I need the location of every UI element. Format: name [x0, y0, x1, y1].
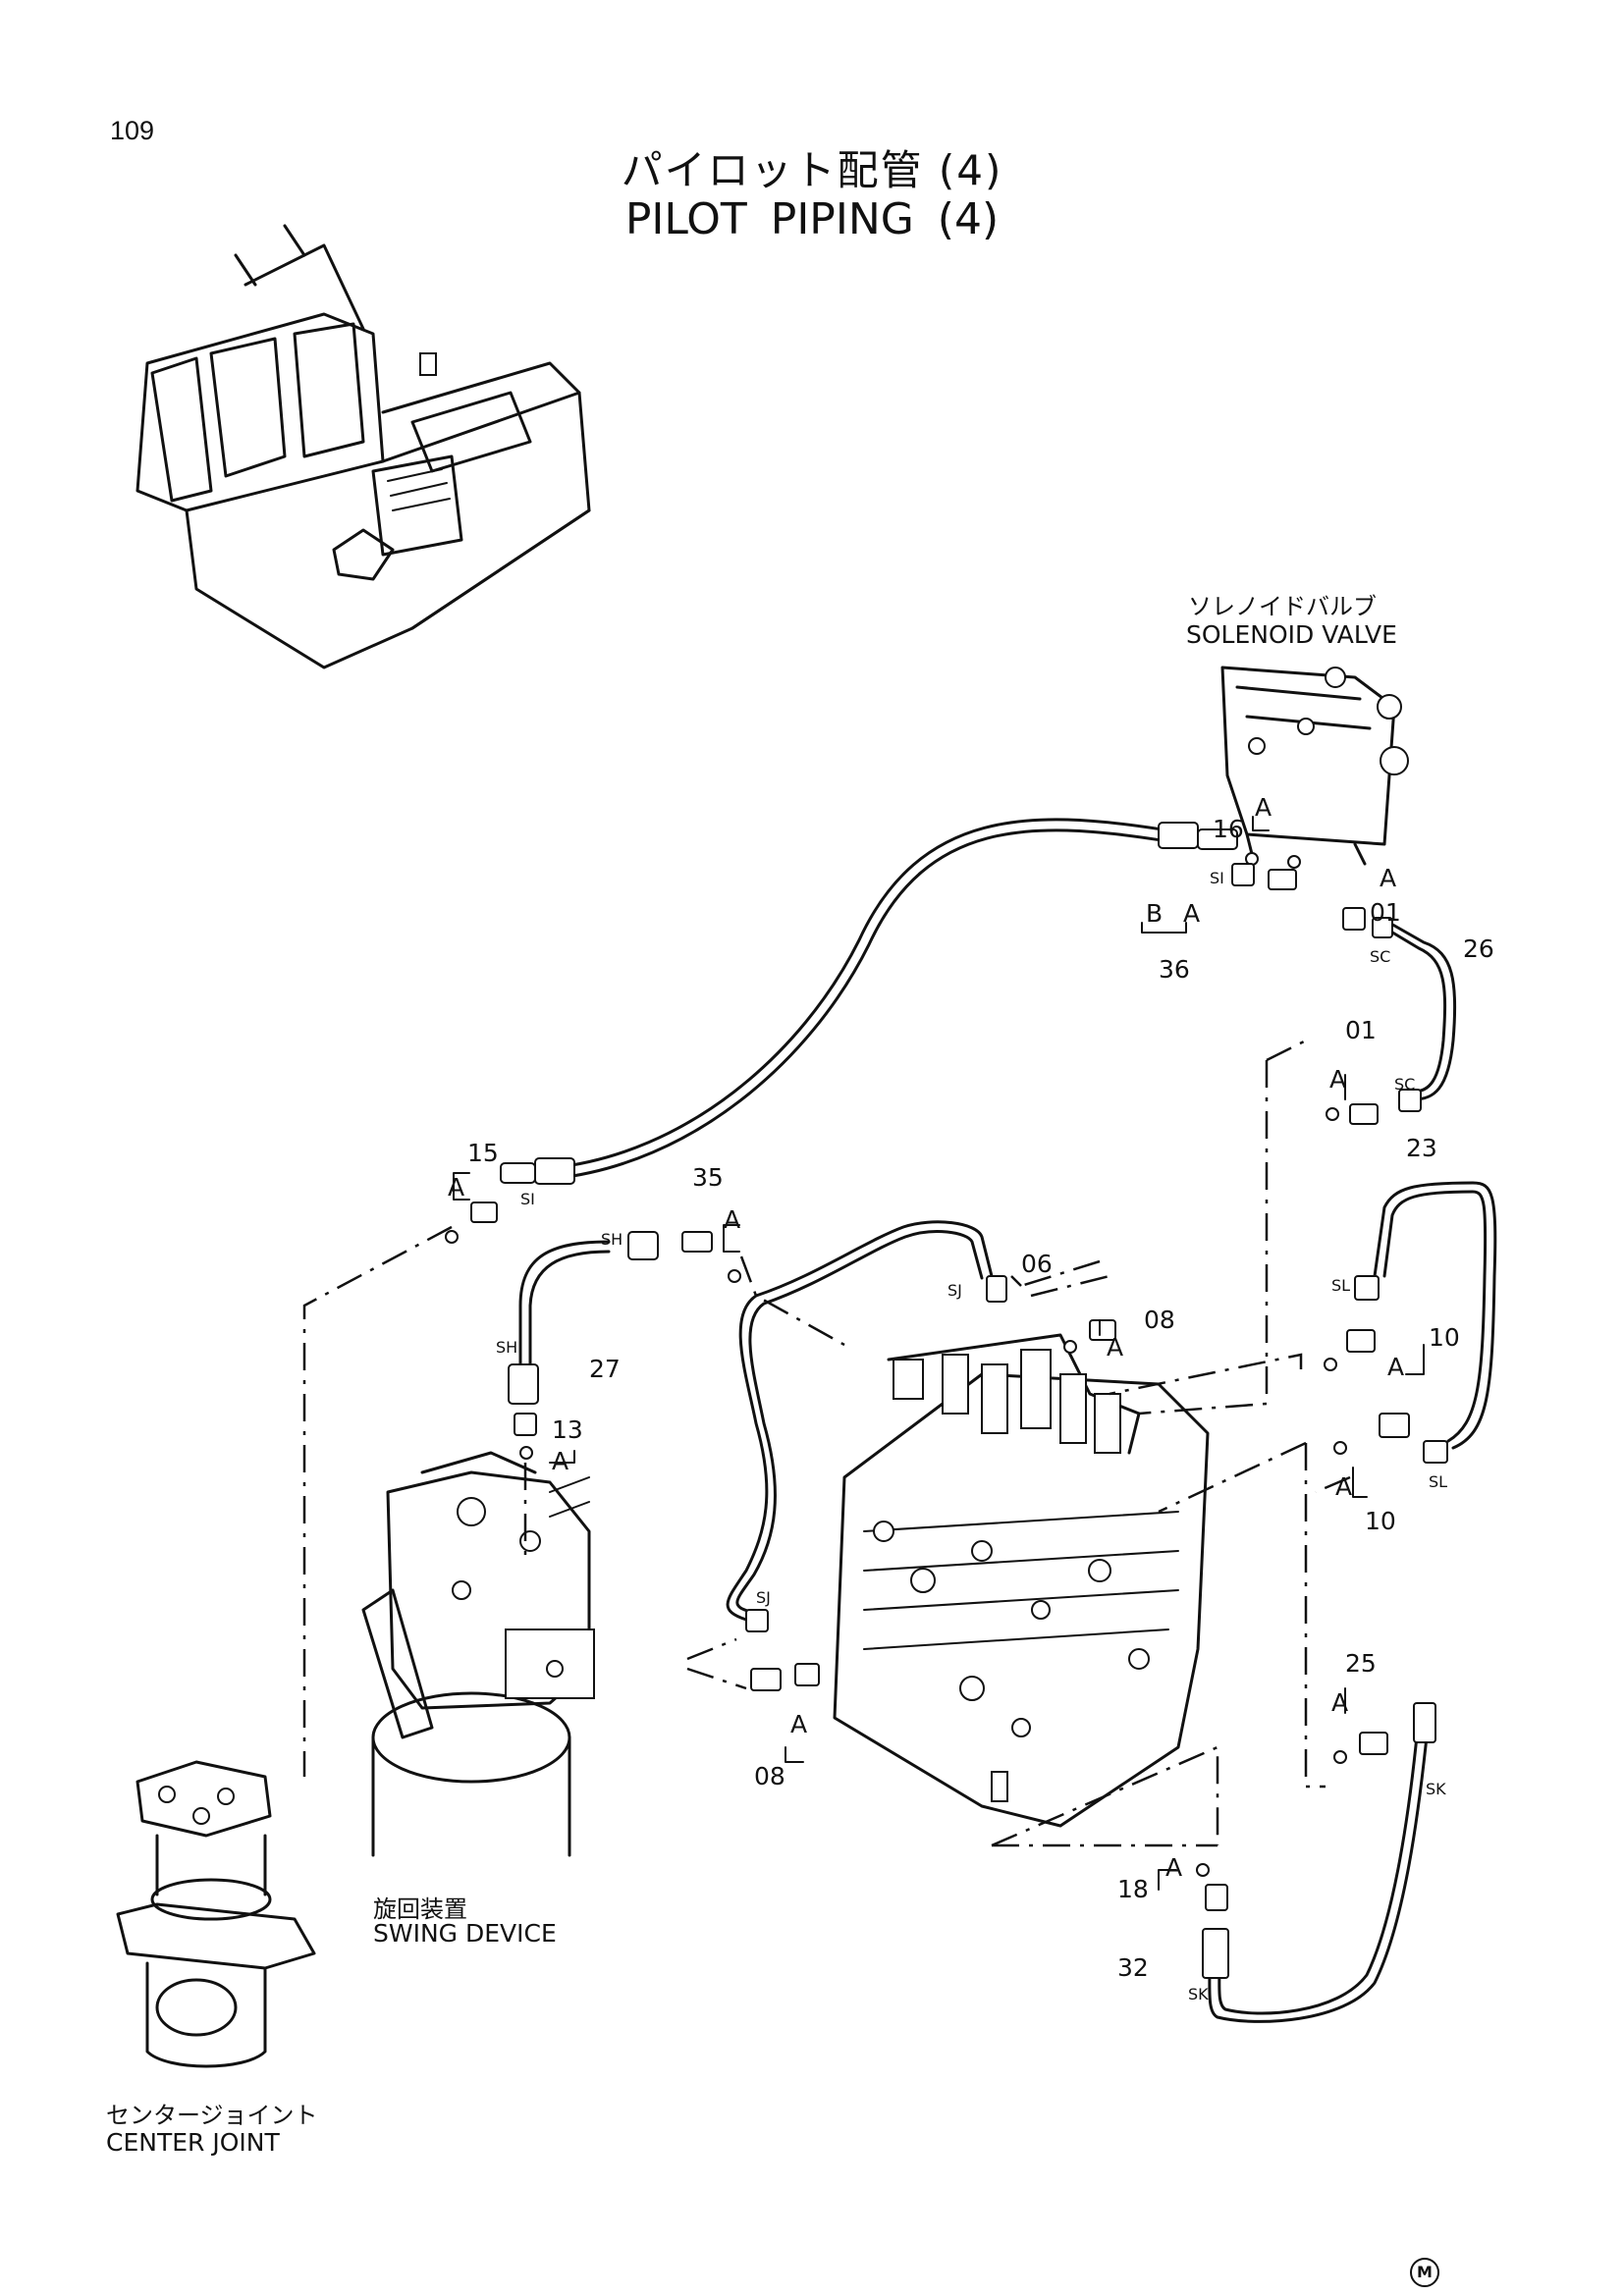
solenoid-valve-illustration: [1220, 666, 1409, 866]
center-joint-caption-jp: センタージョイント: [106, 2102, 318, 2129]
group-letter-a: A: [1335, 1472, 1353, 1501]
port-label-sc: SC: [1370, 947, 1391, 966]
callout-01-upper: 01: [1370, 898, 1401, 927]
swing-device-illustration: [361, 1451, 595, 1857]
callout-26: 26: [1463, 934, 1494, 963]
group-letter-a: A: [1183, 899, 1201, 928]
control-valve-illustration: [833, 1333, 1210, 1828]
port-label-sj: SJ: [756, 1588, 771, 1607]
callout-16: 16: [1213, 815, 1244, 843]
callout-15: 15: [467, 1139, 499, 1167]
callout-06: 06: [1021, 1250, 1053, 1278]
center-joint-illustration: [116, 1760, 316, 2068]
group-letter-a: A: [1331, 1688, 1349, 1717]
group-letter-a: A: [1329, 1065, 1347, 1094]
callout-10-lower: 10: [1365, 1507, 1396, 1535]
fittings: [445, 852, 1448, 1911]
group-letter-a: A: [1387, 1353, 1405, 1381]
leader-lines: [302, 1039, 1351, 1847]
callout-32: 32: [1117, 1953, 1149, 1982]
port-label-si: SI: [1210, 869, 1224, 887]
group-letter-a: A: [448, 1173, 465, 1201]
pilot-pipes-right: [1202, 921, 1497, 2023]
callout-23: 23: [1406, 1134, 1437, 1162]
callout-35: 35: [692, 1163, 724, 1192]
group-letter-a: A: [724, 1205, 741, 1234]
port-label-sl: SL: [1429, 1472, 1448, 1491]
solenoid-valve-caption-en: SOLENOID VALVE: [1186, 620, 1397, 649]
hose-end-letter-b: B: [1146, 899, 1164, 928]
callout-18: 18: [1117, 1875, 1149, 1903]
center-joint-caption-en: CENTER JOINT: [106, 2128, 280, 2157]
pilot-hose-36: [500, 818, 1238, 1185]
pilot-pipes-left: [508, 1220, 1007, 1632]
port-label-sk: SK: [1188, 1985, 1209, 2003]
group-letter-a: A: [790, 1710, 808, 1738]
port-label-si: SI: [520, 1190, 535, 1208]
port-label-sc: SC: [1394, 1075, 1416, 1094]
group-letter-a: A: [552, 1447, 569, 1475]
excavator-overview-illustration: [135, 224, 591, 669]
group-letter-a: A: [1380, 864, 1397, 892]
port-label-sh: SH: [601, 1230, 623, 1249]
group-letter-a: A: [1165, 1853, 1183, 1882]
swing-device-caption-en: SWING DEVICE: [373, 1919, 557, 1948]
port-label-sj: SJ: [947, 1281, 962, 1300]
callout-01-lower: 01: [1345, 1016, 1377, 1044]
callout-08-lower: 08: [754, 1762, 785, 1790]
model-mark-symbol: M: [1410, 2258, 1439, 2287]
page-title-japanese: パイロット配管 (4): [621, 146, 1003, 194]
swing-device-caption-jp: 旋回装置: [373, 1896, 467, 1923]
port-label-sh: SH: [496, 1338, 518, 1357]
callout-10-upper: 10: [1429, 1323, 1460, 1352]
callout-13: 13: [552, 1415, 583, 1444]
solenoid-valve-caption-jp: ソレノイドバルブ: [1188, 593, 1377, 620]
port-label-sl: SL: [1331, 1276, 1351, 1295]
callout-36: 36: [1159, 955, 1190, 984]
callout-08-upper: 08: [1144, 1306, 1175, 1334]
group-letter-a: A: [1107, 1333, 1124, 1362]
port-label-sk: SK: [1426, 1780, 1446, 1798]
page-number: 109: [110, 116, 155, 145]
callout-27: 27: [589, 1355, 621, 1383]
callout-25: 25: [1345, 1649, 1377, 1678]
callout-brackets: [453, 816, 1425, 1891]
page-title-english: PILOT PIPING (4): [624, 194, 1000, 244]
group-letter-a: A: [1255, 793, 1272, 822]
